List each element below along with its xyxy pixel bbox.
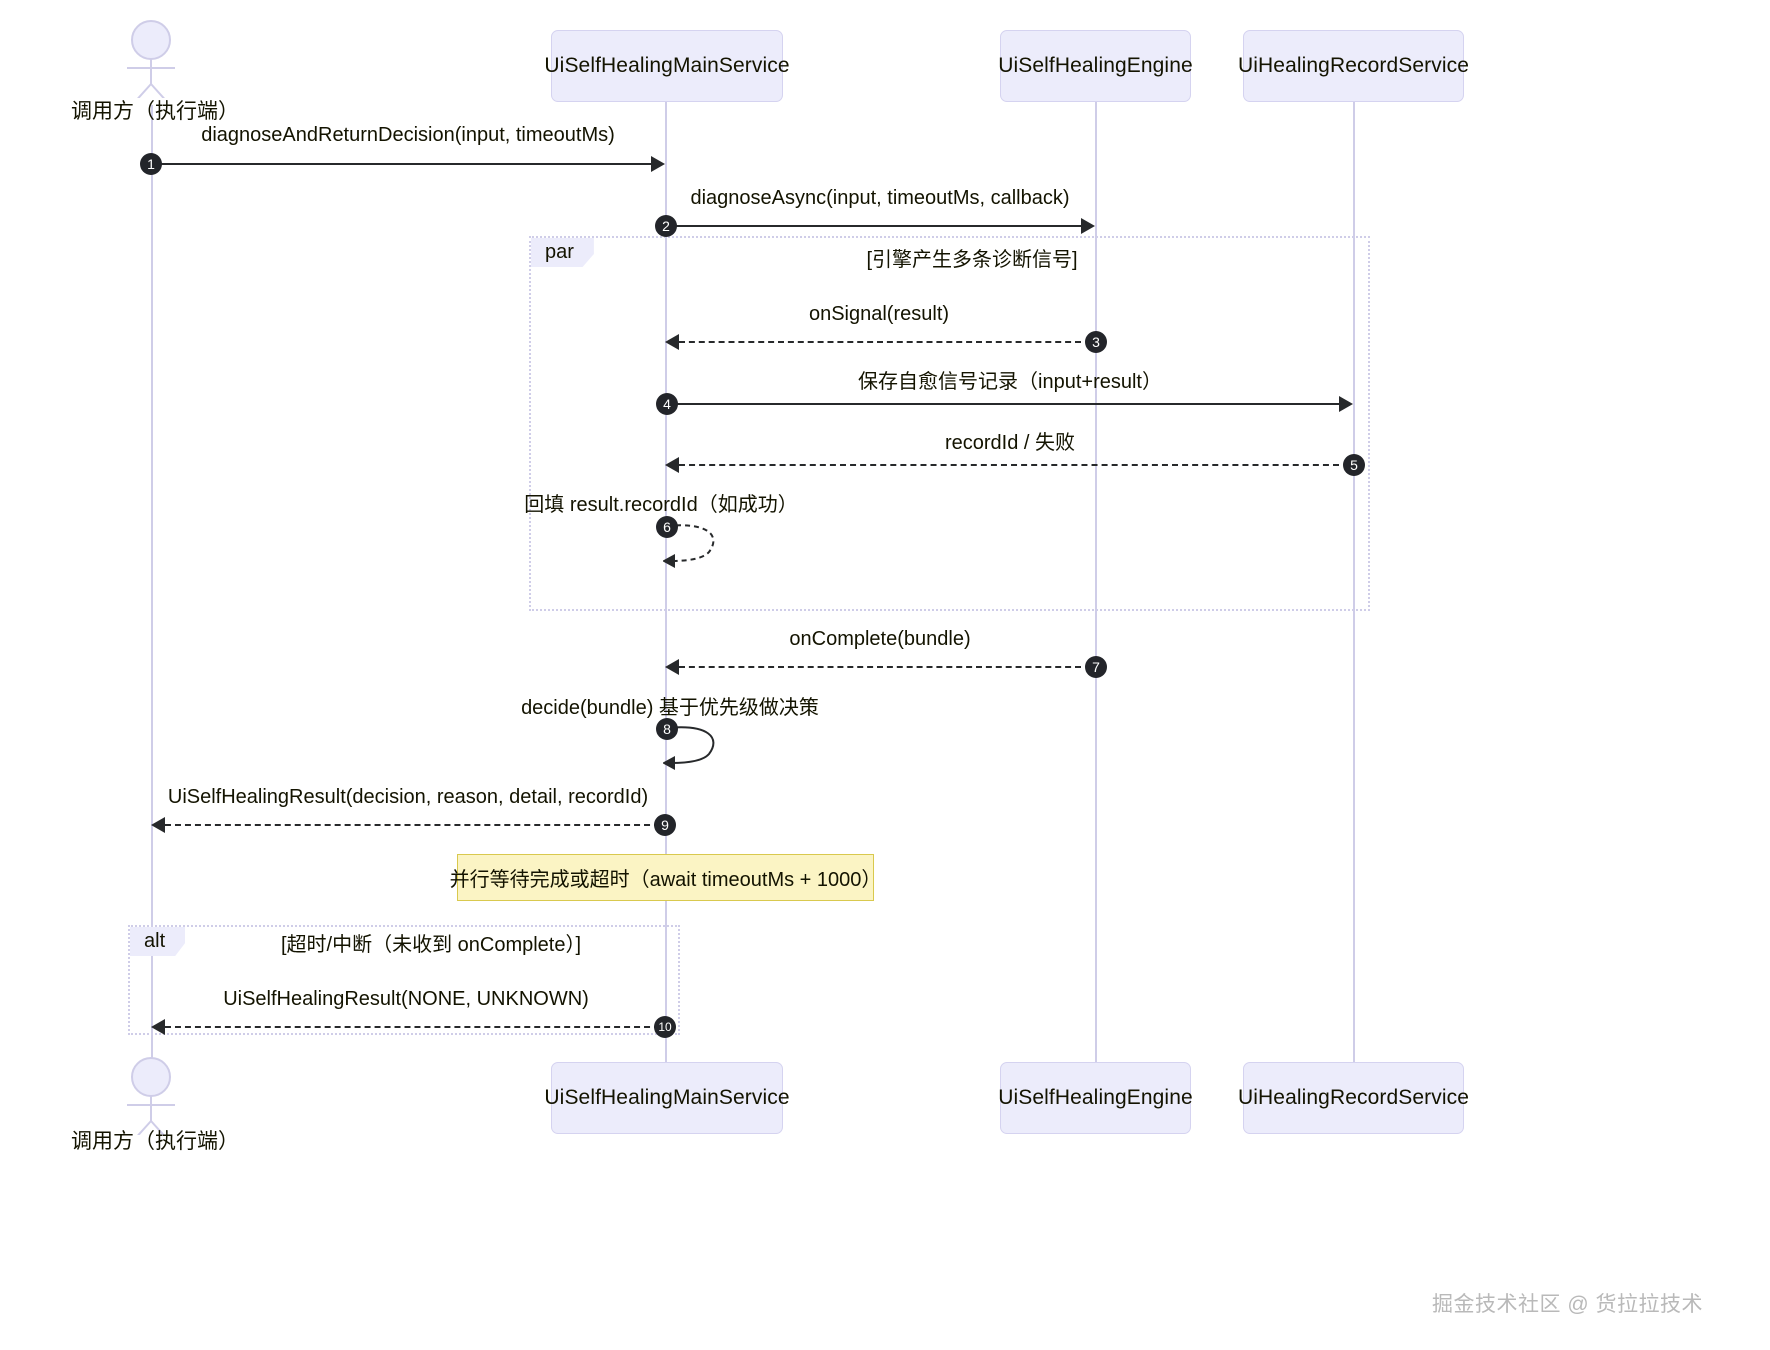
message-5-number: 5 <box>1343 454 1365 476</box>
message-10-arrowhead <box>151 1019 165 1035</box>
actor-caller-bottom-icon <box>127 1057 175 1135</box>
message-10-line <box>165 1026 660 1028</box>
message-5-label: recordId / 失败 <box>944 432 1076 454</box>
message-8-number: 8 <box>656 718 678 740</box>
participant-record-bottom-label: UiHealingRecordService <box>1238 1086 1469 1109</box>
message-5-arrowhead <box>665 457 679 473</box>
message-10-label: UiSelfHealingResult(NONE, UNKNOWN) <box>223 988 589 1010</box>
participant-engine-bottom-label: UiSelfHealingEngine <box>998 1086 1193 1109</box>
message-6-label: 回填 result.recordId（如成功） <box>524 494 798 516</box>
message-3-number: 3 <box>1085 331 1107 353</box>
message-2-number: 2 <box>655 215 677 237</box>
message-6-self-loop <box>663 524 715 568</box>
message-3-line <box>679 341 1081 343</box>
participant-record-top-label: UiHealingRecordService <box>1238 54 1469 77</box>
timeout-note-text: 并行等待完成或超时（await timeoutMs + 1000） <box>449 869 882 891</box>
message-2-label: diagnoseAsync(input, timeoutMs, callback… <box>690 187 1070 209</box>
message-3-arrowhead <box>665 334 679 350</box>
actor-caller-top-label: 调用方（执行端） <box>71 100 239 123</box>
message-3-label: onSignal(result) <box>808 303 950 325</box>
message-4-label: 保存自愈信号记录（input+result） <box>858 371 1162 393</box>
message-7-label: onComplete(bundle) <box>789 628 971 650</box>
message-4-line <box>665 403 1339 405</box>
message-2-arrowhead <box>1081 218 1095 234</box>
message-1-number: 1 <box>140 153 162 175</box>
participant-record-top[interactable]: UiHealingRecordService <box>1238 30 1469 102</box>
participant-main-bottom-label: UiSelfHealingMainService <box>544 1086 790 1109</box>
watermark: 掘金技术社区 @ 货拉拉技术 <box>1432 1293 1703 1316</box>
par-fragment-tag: par <box>531 238 594 267</box>
timeout-note: 并行等待完成或超时（await timeoutMs + 1000） <box>450 854 881 901</box>
message-4-number: 4 <box>656 393 678 415</box>
participant-record-bottom[interactable]: UiHealingRecordService <box>1238 1062 1469 1134</box>
message-7-number: 7 <box>1085 656 1107 678</box>
participant-engine-bottom[interactable]: UiSelfHealingEngine <box>998 1062 1193 1134</box>
lifeline-record <box>1353 100 1355 1065</box>
actor-caller-bottom-label: 调用方（执行端） <box>71 1130 239 1153</box>
message-1-arrowhead <box>651 156 665 172</box>
participant-main-top[interactable]: UiSelfHealingMainService <box>544 30 789 102</box>
message-4-arrowhead <box>1339 396 1353 412</box>
lifeline-main <box>665 100 667 1065</box>
message-1-line <box>151 163 651 165</box>
message-9-number: 9 <box>654 814 676 836</box>
message-7-line <box>679 666 1081 668</box>
message-6-number: 6 <box>656 516 678 538</box>
message-8-label: decide(bundle) 基于优先级做决策 <box>521 697 819 719</box>
participant-engine-top-label: UiSelfHealingEngine <box>998 54 1193 77</box>
message-9-line <box>165 824 660 826</box>
message-8-self-loop <box>663 726 715 770</box>
message-5-line <box>679 464 1339 466</box>
lifeline-engine <box>1095 100 1097 1065</box>
par-fragment-condition: [引擎产生多条诊断信号] <box>866 249 1078 271</box>
alt-fragment-condition: [超时/中断（未收到 onComplete）] <box>280 934 582 956</box>
message-1-label: diagnoseAndReturnDecision(input, timeout… <box>201 124 615 146</box>
actor-caller-top-icon <box>127 20 175 98</box>
participant-engine-top[interactable]: UiSelfHealingEngine <box>998 30 1193 102</box>
message-7-arrowhead <box>665 659 679 675</box>
message-2-line <box>665 225 1081 227</box>
alt-fragment <box>128 925 680 1035</box>
par-fragment <box>529 236 1370 611</box>
message-9-label: UiSelfHealingResult(decision, reason, de… <box>167 786 649 808</box>
participant-main-bottom[interactable]: UiSelfHealingMainService <box>544 1062 789 1134</box>
participant-main-top-label: UiSelfHealingMainService <box>544 54 790 77</box>
message-10-number: 10 <box>654 1016 676 1038</box>
message-9-arrowhead <box>151 817 165 833</box>
alt-fragment-tag: alt <box>130 927 186 956</box>
lifeline-caller <box>151 105 153 1060</box>
